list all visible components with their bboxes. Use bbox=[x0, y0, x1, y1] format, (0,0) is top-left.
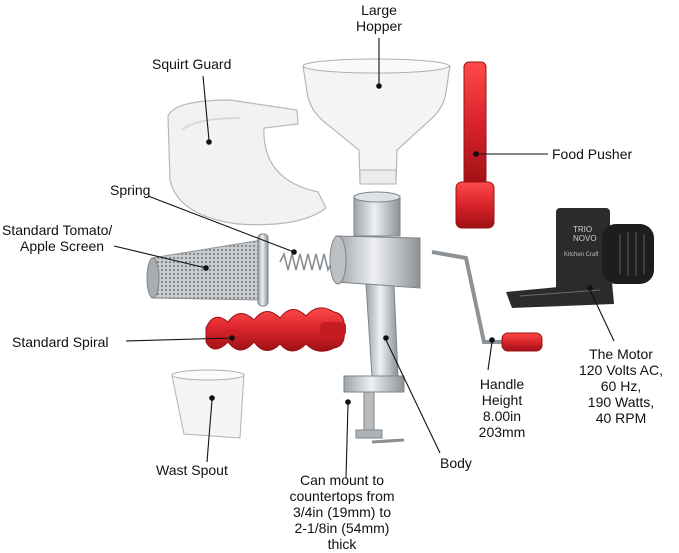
label-screen: Standard Tomato/ Apple Screen bbox=[2, 222, 113, 254]
label-motor: The Motor 120 Volts AC, 60 Hz, 190 Watts… bbox=[578, 346, 664, 426]
crank-handle bbox=[431, 250, 543, 352]
motor-brand-2: NOVO bbox=[573, 234, 597, 243]
label-spout: Wast Spout bbox=[156, 462, 228, 478]
label-spiral: Standard Spiral bbox=[12, 334, 109, 350]
squirt-guard bbox=[167, 99, 327, 226]
large-hopper bbox=[302, 58, 451, 185]
leader-dots bbox=[203, 83, 593, 405]
motor bbox=[506, 208, 654, 308]
label-large-hopper: Large Hopper bbox=[356, 2, 402, 34]
label-spring: Spring bbox=[110, 182, 151, 198]
strainer-body bbox=[329, 191, 421, 444]
label-mount: Can mount to countertops from 3/4in (19m… bbox=[289, 472, 395, 552]
leader-lines bbox=[113, 38, 615, 479]
spring bbox=[279, 251, 333, 273]
waste-spout bbox=[171, 369, 245, 439]
motor-brand-3: Kitchen Craft bbox=[564, 252, 599, 258]
standard-spiral bbox=[205, 307, 346, 352]
motor-brand-1: TRIO bbox=[573, 225, 593, 234]
food-pusher bbox=[455, 61, 495, 229]
label-body: Body bbox=[440, 455, 472, 471]
label-food-pusher: Food Pusher bbox=[552, 146, 633, 162]
label-handle: Handle Height 8.00in 203mm bbox=[478, 376, 526, 440]
label-squirt-guard: Squirt Guard bbox=[152, 56, 232, 72]
